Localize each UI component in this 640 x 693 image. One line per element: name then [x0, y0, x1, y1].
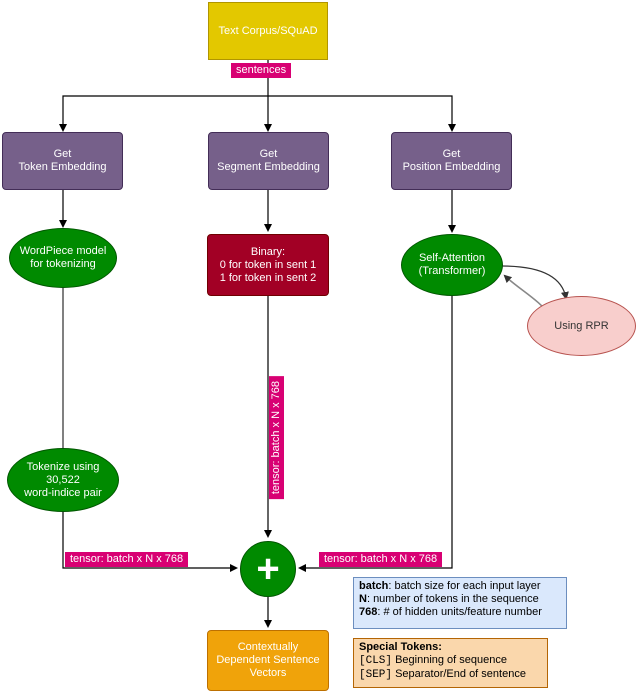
position-embedding-line-2: Position Embedding — [402, 161, 501, 173]
sum-operator: + — [240, 541, 296, 597]
edge-attention-plus — [298, 296, 453, 572]
wordpiece-node: WordPiece model for tokenizing — [9, 228, 117, 288]
wordpiece-line-1: WordPiece model — [19, 245, 107, 257]
segment-embedding-line-2: Segment Embedding — [217, 161, 320, 173]
tensor-label-vertical: tensor: batch x N x 768 — [269, 376, 284, 500]
self-attention-node: Self-Attention (Transformer) — [401, 234, 503, 296]
position-embedding-node: Get Position Embedding — [391, 132, 512, 190]
special-tokens-legend: Special Tokens: [CLS] Beginning of seque… — [353, 638, 548, 688]
text-corpus-label: Text Corpus/SQuAD — [218, 24, 318, 37]
tokenize-line-1: Tokenize using — [26, 460, 100, 473]
legend-row-n: N: number of tokens in the sequence — [359, 593, 539, 605]
output-line-3: Vectors — [249, 667, 287, 679]
text-corpus-node: Text Corpus/SQuAD — [208, 2, 328, 60]
wordpiece-line-2: for tokenizing — [30, 258, 96, 270]
binary-node: Binary: 0 for token in sent 1 1 for toke… — [207, 234, 329, 296]
using-rpr-label: Using RPR — [554, 319, 609, 332]
position-embedding-line-1: Get — [442, 148, 461, 160]
binary-line-1: Binary: — [250, 245, 286, 258]
legend-row-batch: batch: batch size for each input layer — [359, 580, 541, 592]
token-embedding-node: Get Token Embedding — [2, 132, 123, 190]
edge-tokenize-plus — [62, 512, 238, 572]
using-rpr-node: Using RPR — [527, 296, 636, 356]
output-line-1: Contextually — [237, 641, 299, 653]
self-attention-line-1: Self-Attention — [418, 252, 486, 264]
segment-embedding-node: Get Segment Embedding — [208, 132, 329, 190]
dimension-legend: batch: batch size for each input layer N… — [353, 577, 567, 629]
tokenize-line-2: 30,522 — [46, 473, 80, 486]
legend-row-sep: [SEP] Separator/End of sentence — [359, 668, 526, 681]
output-vectors-node: Contextually Dependent Sentence Vectors — [207, 630, 329, 691]
edge-to-position — [268, 95, 456, 132]
output-line-2: Dependent Sentence — [216, 654, 320, 666]
edge-attention-rpr — [501, 265, 569, 300]
tokenize-node: Tokenize using 30,522 word-indice pair — [7, 448, 119, 512]
binary-line-3: 1 for token in sent 2 — [219, 271, 317, 284]
special-tokens-title: Special Tokens: — [359, 641, 442, 653]
self-attention-line-2: (Transformer) — [418, 265, 486, 277]
token-embedding-line-2: Token Embedding — [18, 161, 107, 173]
tensor-label-right: tensor: batch x N x 768 — [319, 552, 443, 567]
sentences-label: sentences — [231, 63, 292, 78]
segment-embedding-line-1: Get — [259, 148, 278, 160]
token-embedding-line-1: Get — [53, 148, 72, 160]
edge-to-token — [59, 95, 268, 132]
tensor-label-left: tensor: batch x N x 768 — [65, 552, 189, 567]
legend-row-768: 768: # of hidden units/feature number — [359, 606, 542, 618]
binary-line-2: 0 for token in sent 1 — [219, 258, 317, 271]
legend-row-cls: [CLS] Beginning of sequence — [359, 654, 507, 667]
tokenize-line-3: word-indice pair — [24, 486, 102, 499]
